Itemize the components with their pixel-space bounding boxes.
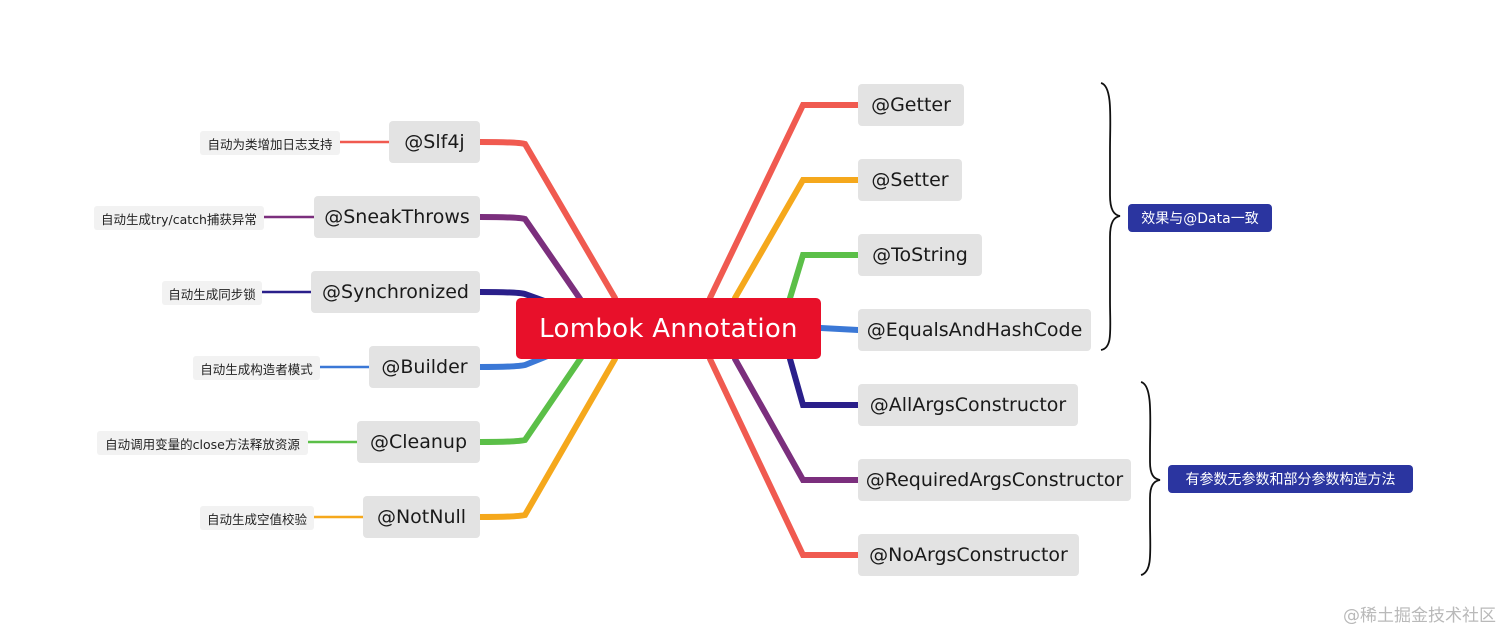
node-builder[interactable]: @Builder xyxy=(369,346,480,388)
link-right-4 xyxy=(787,356,861,408)
link-left-3 xyxy=(477,342,578,370)
node-equalsandhashcode[interactable]: @EqualsAndHashCode xyxy=(858,309,1091,351)
node-slf4j[interactable]: @Slf4j xyxy=(389,121,480,163)
group-brace-data xyxy=(1100,82,1121,351)
link-left-0 xyxy=(477,139,618,301)
node-cleanup[interactable]: @Cleanup xyxy=(357,421,480,463)
link-right-5 xyxy=(732,356,861,483)
note-cleanup: 自动调用变量的close方法释放资源 xyxy=(97,431,308,455)
group-braces xyxy=(1100,82,1161,576)
node-tostring[interactable]: @ToString xyxy=(858,234,982,276)
node-requiredargsconstructor[interactable]: @RequiredArgsConstructor xyxy=(858,459,1131,501)
link-left-5 xyxy=(477,356,618,520)
node-synchronized[interactable]: @Synchronized xyxy=(311,271,480,313)
link-left-4 xyxy=(477,349,588,445)
link-right-6 xyxy=(707,356,861,558)
node-notnull[interactable]: @NotNull xyxy=(363,496,480,538)
link-right-3 xyxy=(818,325,861,333)
group-brace-constructors xyxy=(1140,381,1161,576)
note-builder: 自动生成构造者模式 xyxy=(193,356,320,380)
node-sneakthrows[interactable]: @SneakThrows xyxy=(314,196,480,238)
node-getter[interactable]: @Getter xyxy=(858,84,964,126)
note-synchronized: 自动生成同步锁 xyxy=(162,281,262,305)
branch-links xyxy=(260,102,861,558)
watermark: @稀土掘金技术社区 xyxy=(1343,606,1496,626)
tag-data-equivalent[interactable]: 效果与@Data一致 xyxy=(1128,204,1272,232)
node-allargsconstructor[interactable]: @AllArgsConstructor xyxy=(858,384,1078,426)
note-notnull: 自动生成空值校验 xyxy=(200,506,314,530)
link-right-0 xyxy=(707,102,861,301)
link-left-1 xyxy=(477,214,588,309)
note-slf4j: 自动为类增加日志支持 xyxy=(200,131,340,155)
tag-constructors[interactable]: 有参数无参数和部分参数构造方法 xyxy=(1168,465,1413,493)
link-left-2 xyxy=(477,289,578,315)
note-sneakthrows: 自动生成try/catch捕获异常 xyxy=(94,206,264,230)
node-noargsconstructor[interactable]: @NoArgsConstructor xyxy=(858,534,1079,576)
node-setter[interactable]: @Setter xyxy=(858,159,962,201)
link-right-1 xyxy=(732,177,861,301)
root-node[interactable]: Lombok Annotation xyxy=(516,298,821,359)
link-right-2 xyxy=(787,252,861,301)
